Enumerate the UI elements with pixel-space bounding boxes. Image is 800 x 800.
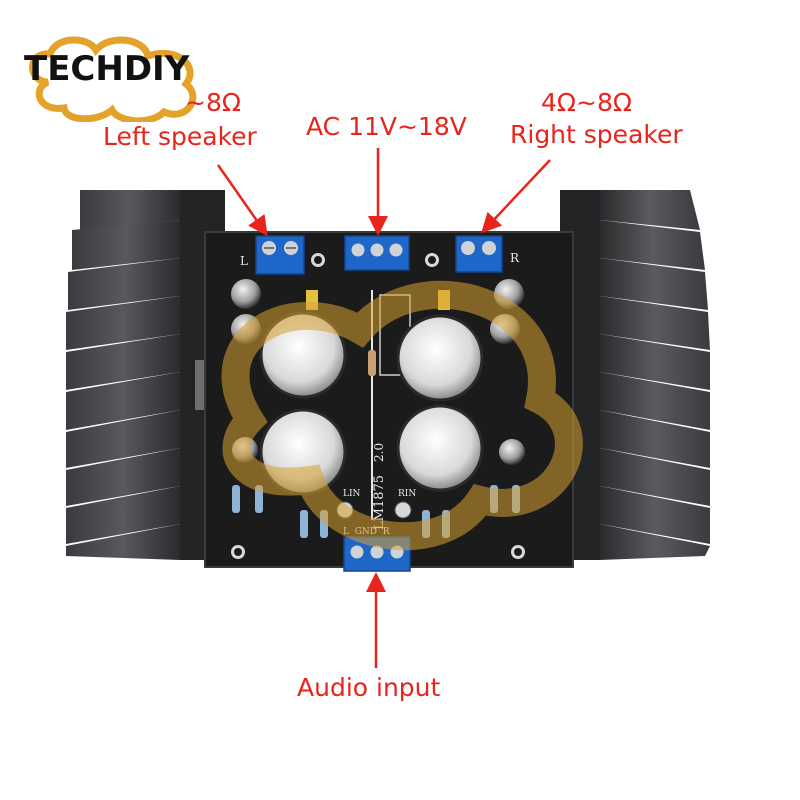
right-speaker-impedance: 4Ω~8Ω xyxy=(541,88,632,117)
cloud-logo-icon xyxy=(29,36,197,125)
annotation-arrows xyxy=(216,148,551,668)
arrow-right-speaker xyxy=(481,159,551,234)
watermark xyxy=(221,280,583,551)
right-speaker-label: Right speaker xyxy=(510,120,683,149)
arrow-left-speaker xyxy=(216,164,268,237)
power-input-label: AC 11V~18V xyxy=(306,112,467,141)
left-heatsink xyxy=(66,190,225,560)
silk-rin: RIN xyxy=(398,489,416,499)
silk-left-channel: L xyxy=(240,254,248,268)
silk-lin: LIN xyxy=(343,489,361,499)
chip-marking: LM1875 xyxy=(372,475,387,530)
brand-logo: TECHDIY xyxy=(18,30,223,125)
left-speaker-impedance: 4Ω~8Ω xyxy=(150,88,241,117)
left-speaker-terminal xyxy=(255,235,305,275)
left-speaker-label: Left speaker xyxy=(103,122,257,151)
audio-input-label: Audio input xyxy=(297,673,441,702)
right-speaker-terminal xyxy=(455,235,503,273)
right-heatsink xyxy=(530,190,710,560)
board-version: 2.0 xyxy=(372,443,386,462)
silk-right-channel: R xyxy=(510,251,520,265)
power-terminal xyxy=(344,235,410,271)
brand-name: TECHDIY xyxy=(24,49,190,89)
